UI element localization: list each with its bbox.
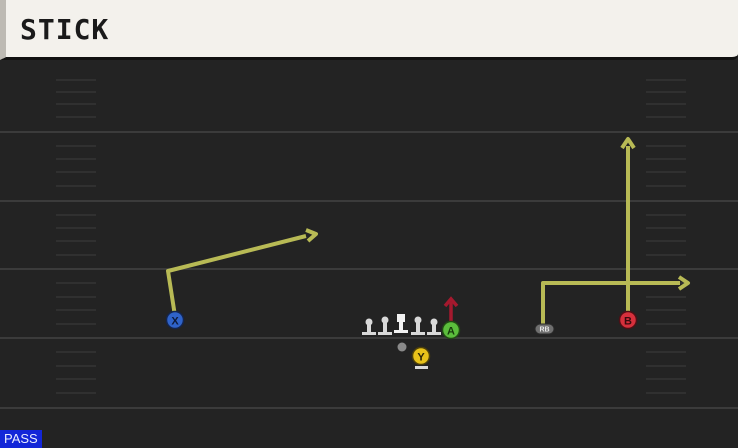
route-rb xyxy=(541,275,690,324)
player-a-label: A xyxy=(447,326,455,338)
route-b xyxy=(620,137,636,316)
player-a[interactable]: A xyxy=(441,320,461,340)
hash-marks-left xyxy=(56,79,96,394)
player-rb[interactable]: RB xyxy=(534,323,555,335)
hash-marks-right xyxy=(646,79,686,394)
player-x-label: X xyxy=(171,316,179,328)
center-icon xyxy=(394,314,408,333)
yard-lines xyxy=(0,131,738,409)
play-title: STICK xyxy=(20,13,110,46)
player-rb-label: RB xyxy=(539,327,549,334)
player-b[interactable]: B xyxy=(618,310,638,330)
lineman-icon xyxy=(427,318,441,335)
lineman-icon xyxy=(378,316,392,335)
route-x xyxy=(166,228,318,317)
player-y-label: Y xyxy=(417,352,425,364)
player-x[interactable]: X xyxy=(165,310,185,330)
quarterback-marker xyxy=(397,342,407,352)
play-title-bar: STICK xyxy=(0,0,738,60)
player-b-label: B xyxy=(624,316,632,328)
offensive-line xyxy=(362,314,441,335)
player-y-base xyxy=(415,366,428,369)
player-y[interactable]: Y xyxy=(411,346,431,370)
lineman-icon xyxy=(362,318,376,335)
lineman-icon xyxy=(411,316,425,335)
block-arrow-a xyxy=(443,296,459,322)
play-type-badge: PASS xyxy=(0,430,42,448)
